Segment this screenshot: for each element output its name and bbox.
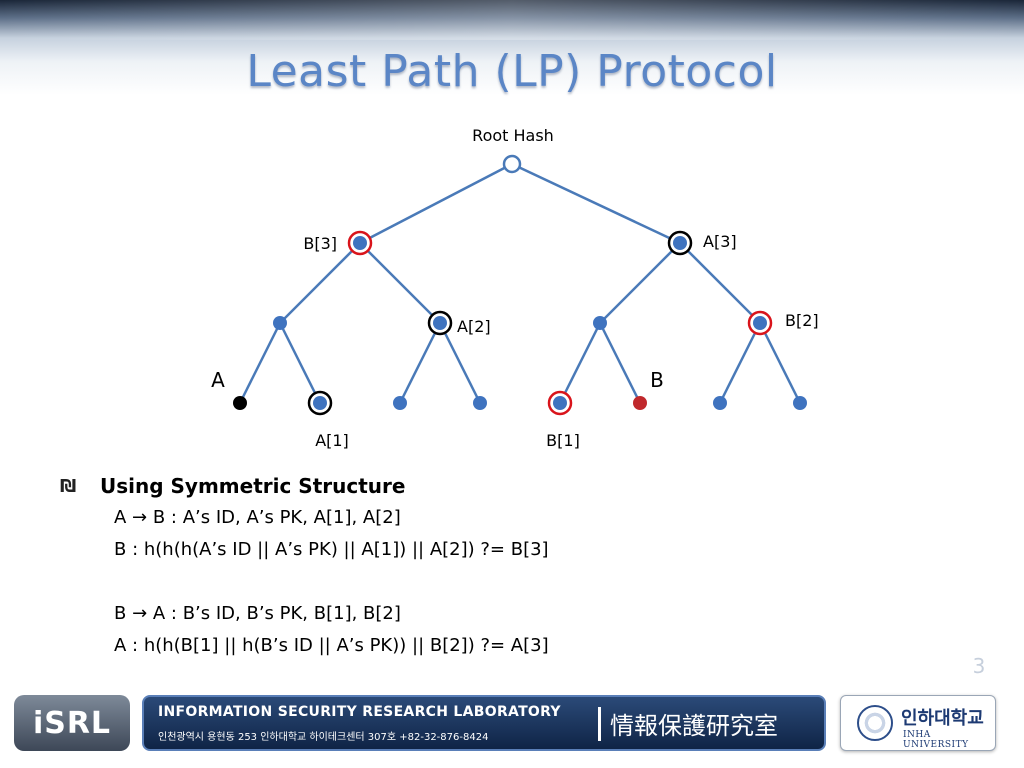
edge-l4-b xyxy=(758,322,802,404)
root-node xyxy=(502,154,522,174)
edge-l2-b xyxy=(438,322,482,404)
leaf-7 xyxy=(713,396,727,410)
edge-l2-a xyxy=(398,322,442,404)
edge-b3-right xyxy=(359,242,441,324)
merkle-tree-diagram: Root Hash B[3] A[3] A[2] B[2] A B A[1] B… xyxy=(211,126,818,450)
university-logo: 인하대학교 INHA UNIVERSITY xyxy=(840,695,996,751)
edge-l3-a xyxy=(558,322,602,404)
tree-nodes xyxy=(233,154,807,416)
isrl-logo-text: iSRL xyxy=(32,705,112,741)
lab-name: INFORMATION SECURITY RESEARCH LABORATORY xyxy=(158,704,561,720)
protocol-line-spacer xyxy=(60,566,940,598)
leaf-4 xyxy=(473,396,487,410)
protocol-line-4: A : h(h(B[1] || h(B’s ID || A’s PK)) || … xyxy=(114,635,549,656)
isrl-logo: iSRL xyxy=(14,695,130,751)
heading-text: Using Symmetric Structure xyxy=(100,474,406,498)
label-a1: A[1] xyxy=(315,431,349,450)
lab-divider xyxy=(598,707,601,741)
lab-hanja-name: 情報保護研究室 xyxy=(610,712,778,740)
slide-number: 3 xyxy=(972,654,986,678)
protocol-line-2: B : h(h(h(A’s ID || A’s PK) || A[1]) || … xyxy=(114,539,549,560)
bullet-section: ₪ Using Symmetric Structure A → B : A’s … xyxy=(60,470,940,662)
edge-a3-right xyxy=(679,242,761,324)
edge-a3-left xyxy=(599,242,681,324)
leaf-3 xyxy=(393,396,407,410)
university-seal-icon xyxy=(857,705,893,741)
lab-address: 인천광역시 용현동 253 인하대학교 하이테크센터 307호 +82-32-8… xyxy=(158,732,489,743)
edge-root-right xyxy=(511,162,681,245)
university-name-kr: 인하대학교 xyxy=(901,708,984,729)
node-b3 xyxy=(353,236,367,250)
leaf-a xyxy=(233,396,247,410)
node-a2 xyxy=(433,316,447,330)
node-l2-mid xyxy=(593,316,607,330)
label-a: A xyxy=(211,368,225,392)
bullet-heading: ₪ Using Symmetric Structure xyxy=(60,470,940,502)
leaf-a1 xyxy=(313,396,327,410)
tree-edges xyxy=(238,162,802,404)
bullet-icon: ₪ xyxy=(60,475,77,497)
node-b2 xyxy=(753,316,767,330)
label-a2: A[2] xyxy=(457,317,491,336)
leaf-b xyxy=(633,396,647,410)
protocol-line-1: A → B : A’s ID, A’s PK, A[1], A[2] xyxy=(114,507,401,528)
edge-b3-left xyxy=(279,242,361,324)
label-b: B xyxy=(650,368,664,392)
node-a3 xyxy=(673,236,687,250)
lab-banner: INFORMATION SECURITY RESEARCH LABORATORY… xyxy=(142,695,826,751)
footer-bar: iSRL INFORMATION SECURITY RESEARCH LABOR… xyxy=(0,690,1024,768)
edge-l1-b xyxy=(278,322,322,404)
label-b2: B[2] xyxy=(785,311,819,330)
edge-l4-a xyxy=(718,322,762,404)
label-a3: A[3] xyxy=(703,232,737,251)
edge-l3-b xyxy=(598,322,642,404)
header-band xyxy=(0,0,1024,40)
leaf-b1 xyxy=(553,396,567,410)
protocol-line-3: B → A : B’s ID, B’s PK, B[1], B[2] xyxy=(114,603,401,624)
tree-labels: Root Hash B[3] A[3] A[2] B[2] A B A[1] B… xyxy=(211,126,818,450)
label-b3: B[3] xyxy=(303,234,337,253)
university-name-en: INHA UNIVERSITY xyxy=(903,730,969,750)
node-l2-left xyxy=(273,316,287,330)
leaf-8 xyxy=(793,396,807,410)
edge-root-left xyxy=(359,162,513,245)
slide-title: Least Path (LP) Protocol xyxy=(246,46,778,97)
label-b1: B[1] xyxy=(546,431,580,450)
edge-l1-a xyxy=(238,322,282,404)
root-hash-label: Root Hash xyxy=(472,126,554,145)
